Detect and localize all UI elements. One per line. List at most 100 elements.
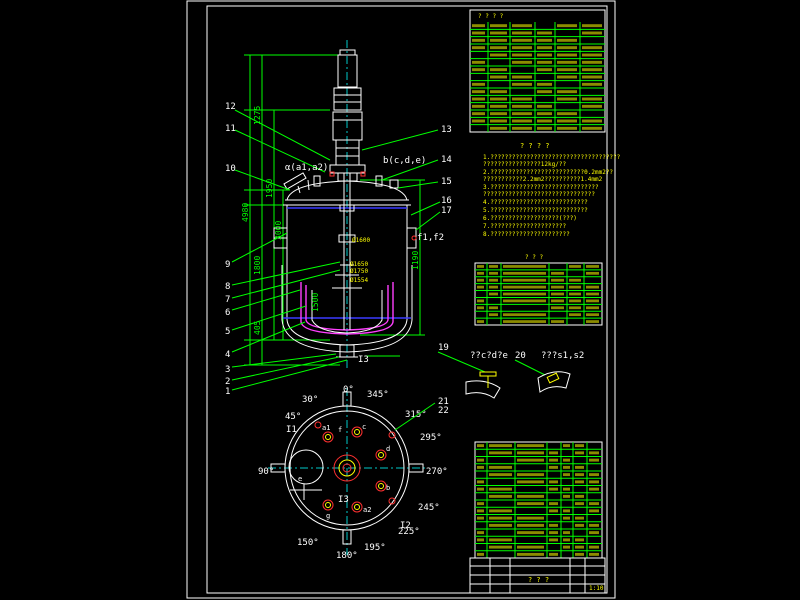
table-cell-text <box>517 473 544 477</box>
plan-lug-right <box>408 463 424 473</box>
table-cell-text <box>537 119 552 123</box>
plan-nozzles <box>314 421 396 513</box>
table-cell-text <box>490 24 507 28</box>
table-cell-text <box>512 38 532 42</box>
plan-flange-circle <box>289 410 405 526</box>
table-cell-text <box>551 320 564 323</box>
table-cell-text <box>489 285 498 289</box>
table-cell-text <box>512 46 532 50</box>
table-cell-text <box>490 75 507 79</box>
detail-a-number: 19 <box>438 343 449 353</box>
table-cell-text <box>472 90 485 94</box>
angle-345: 345° <box>367 390 389 400</box>
table-cell-text <box>503 278 546 282</box>
plan-label-i2: I2 <box>400 521 411 531</box>
table-cell-text <box>586 265 599 268</box>
table-cell-text <box>586 285 599 289</box>
table-cell-text <box>489 265 498 268</box>
table-cell-text <box>575 523 584 527</box>
table-cell-text <box>582 75 602 79</box>
table-cell-text <box>477 278 484 282</box>
top-nozzles <box>283 171 399 194</box>
table-cell-text <box>477 444 484 448</box>
table-cell-text <box>582 24 602 28</box>
table-cell-text <box>549 523 558 527</box>
table-cell-text <box>472 38 485 42</box>
table-cell-text <box>557 24 577 28</box>
table-cell-text <box>569 285 581 289</box>
nozzle-table: ? ? ? <box>474 254 603 326</box>
table-cell-text <box>517 444 544 448</box>
plan-label-i1: I1 <box>286 425 297 435</box>
table-cell-text <box>489 292 498 296</box>
leader-4: 4 <box>225 350 230 360</box>
table-cell-text <box>575 465 584 469</box>
table-cell-text <box>575 545 584 549</box>
angle-150: 150° <box>297 538 319 548</box>
table-cell-text <box>489 271 498 275</box>
angle-30: 30° <box>302 395 318 405</box>
leader-2: 2 <box>225 377 230 387</box>
elevation-dimension-texts: 4980 1800 1275 1950 3000 1190 405 1500 <box>241 106 420 335</box>
note-line-5: 3.?????????????????????????????? <box>483 184 599 191</box>
dia-jacket: Ø1650 <box>350 261 368 268</box>
leader-7: 7 <box>225 295 230 305</box>
table-cell-text <box>582 46 602 50</box>
leader-17: 17 <box>441 206 452 216</box>
table-cell-text <box>503 271 546 275</box>
table-cell-text <box>537 31 552 35</box>
table-cell-text <box>472 82 485 86</box>
table-cell-text <box>557 68 577 72</box>
internal-coil <box>300 282 394 335</box>
table-cell-text <box>490 46 507 50</box>
note-line-2: ????????????????12kg/?? <box>483 161 566 168</box>
table-cell-text <box>472 46 485 50</box>
table-cell-text <box>557 75 577 79</box>
table-cell-text <box>582 53 602 57</box>
table-cell-text <box>490 97 507 101</box>
dim-overall-height: 4980 <box>241 203 250 222</box>
table-cell-text <box>477 458 484 462</box>
table-cell-text <box>477 299 484 303</box>
table-cell-text <box>549 458 558 462</box>
plan-label-b: b <box>386 484 390 492</box>
dia-outer: Ø1750 <box>350 268 368 275</box>
table-cell-text <box>490 68 507 72</box>
table-cell-text <box>557 119 577 123</box>
table-cell-text <box>557 90 577 94</box>
table-cell-text <box>489 516 512 520</box>
table-cell-text <box>557 112 577 116</box>
table-cell-text <box>477 271 484 275</box>
notes-title: ? ? ? ? <box>520 142 550 150</box>
table-cell-text <box>549 531 558 535</box>
detail-b-shape <box>537 371 571 393</box>
angle-245: 245° <box>418 503 440 513</box>
table-cell-text <box>472 68 485 72</box>
callout-i3: I3 <box>358 355 369 365</box>
table-cell-text <box>589 531 599 535</box>
dim-bottom-height: 405 <box>253 320 262 335</box>
dim-coil-height: 1190 <box>411 251 420 270</box>
leader-13: 13 <box>441 125 452 135</box>
table-cell-text <box>517 545 544 549</box>
note-line-7: 4.??????????????????????????? <box>483 199 588 206</box>
plan-angle-labels: 0° 30° 45° 90° 150° 180° 195° 225° 245° … <box>258 385 448 561</box>
table-cell-text <box>477 285 484 289</box>
table-cell-text <box>503 299 546 303</box>
angle-195: 195° <box>364 543 386 553</box>
table-cell-text <box>589 487 599 491</box>
table-cell-text <box>582 68 602 72</box>
table-cell-text <box>569 278 581 282</box>
table-cell-text <box>575 444 584 448</box>
dim-lug-height: 1950 <box>265 179 274 198</box>
table-cell-text <box>582 104 602 108</box>
table-cell-text <box>512 126 532 130</box>
table-cell-text <box>549 487 558 491</box>
table-cell-text <box>517 531 544 535</box>
dim-jacket-height: 3000 <box>274 221 283 240</box>
table-cell-text <box>512 119 532 123</box>
table-cell-text <box>575 473 584 477</box>
table-cell-text <box>551 271 564 275</box>
spec-table: ? ? ? ? <box>469 9 606 133</box>
